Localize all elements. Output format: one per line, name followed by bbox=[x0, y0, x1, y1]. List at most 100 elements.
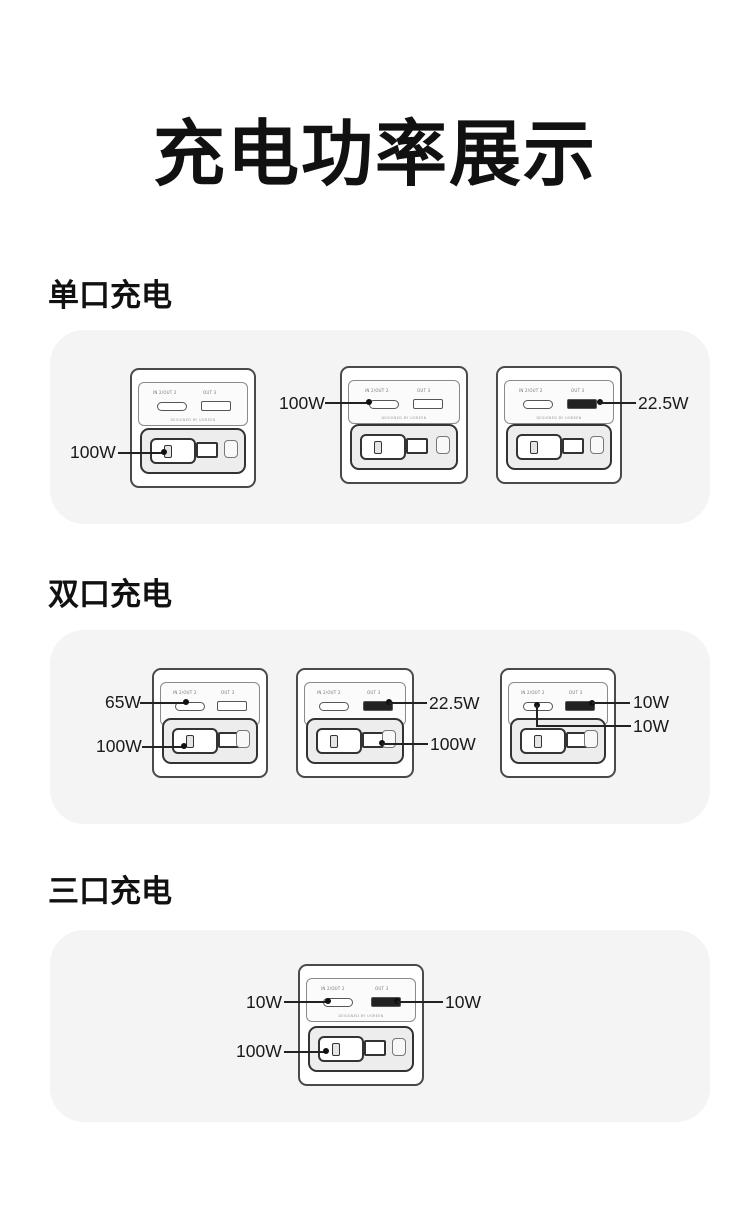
cable-bay bbox=[306, 718, 404, 764]
power-label: 10W bbox=[633, 692, 669, 712]
port-label-out3: OUT 3 bbox=[571, 388, 585, 393]
charger-device: IN 2/OUT 2 OUT 3 DESIGNED BY UGREEN bbox=[130, 368, 256, 488]
cable-body bbox=[562, 438, 584, 454]
port-label-out3: OUT 3 bbox=[221, 690, 235, 695]
callout-line bbox=[140, 702, 186, 704]
callout-dot bbox=[181, 743, 187, 749]
cable-knob bbox=[584, 730, 598, 748]
callout-dot bbox=[183, 699, 189, 705]
callout-line bbox=[325, 402, 369, 404]
power-label: 10W bbox=[246, 992, 282, 1012]
page-title: 充电功率展示 bbox=[152, 112, 597, 196]
plug-chip bbox=[332, 1043, 340, 1056]
callout-line bbox=[592, 702, 630, 704]
usb-c-port bbox=[323, 998, 353, 1007]
callout-line bbox=[536, 705, 538, 726]
power-label: 22.5W bbox=[429, 693, 480, 713]
usb-a-port bbox=[567, 399, 597, 409]
charger-device: IN 2/OUT 2 OUT 3 DESIGNED BY UGREEN bbox=[500, 668, 616, 778]
port-label-in2-out2: IN 2/OUT 2 bbox=[153, 390, 177, 395]
cable-bay bbox=[162, 718, 258, 764]
plug-chip bbox=[330, 735, 338, 748]
plug-chip bbox=[534, 735, 542, 748]
plug-chip bbox=[186, 735, 194, 748]
cable-knob bbox=[382, 730, 396, 748]
callout-dot bbox=[325, 998, 331, 1004]
port-panel: IN 2/OUT 2 OUT 3 DESIGNED BY UGREEN bbox=[138, 382, 248, 426]
charger-device: IN 2/OUT 2 OUT 3 DESIGNED BY UGREEN bbox=[152, 668, 268, 778]
plug-chip bbox=[530, 441, 538, 454]
callout-line bbox=[382, 743, 428, 745]
callout-line bbox=[284, 1001, 328, 1003]
section-title-single-port: 单口充电 bbox=[48, 278, 172, 314]
cable-body bbox=[364, 1040, 386, 1056]
cable-bay bbox=[350, 424, 458, 470]
cable-knob bbox=[392, 1038, 406, 1056]
cable-bay bbox=[506, 424, 612, 470]
usb-c-plug bbox=[516, 434, 562, 460]
charger-device: IN 2/OUT 2 OUT 3 DESIGNED BY UGREEN bbox=[496, 366, 622, 484]
callout-dot bbox=[366, 399, 372, 405]
power-label: 10W bbox=[633, 716, 669, 736]
usb-a-port bbox=[201, 401, 231, 411]
port-label-in2-out2: IN 2/OUT 2 bbox=[321, 986, 345, 991]
callout-line bbox=[142, 746, 184, 748]
section-title-dual-port: 双口充电 bbox=[48, 577, 172, 613]
plug-chip bbox=[374, 441, 382, 454]
callout-line bbox=[389, 702, 427, 704]
usb-c-port bbox=[523, 400, 553, 409]
usb-c-port bbox=[369, 400, 399, 409]
triple-port-panel: IN 2/OUT 2 OUT 3 DESIGNED BY UGREEN 10W … bbox=[50, 930, 710, 1122]
port-label-in2-out2: IN 2/OUT 2 bbox=[365, 388, 389, 393]
brand-text: DESIGNED BY UGREEN bbox=[536, 416, 582, 420]
cable-knob bbox=[236, 730, 250, 748]
power-label: 100W bbox=[279, 393, 325, 413]
power-label: 22.5W bbox=[638, 393, 689, 413]
usb-a-port bbox=[413, 399, 443, 409]
usb-a-port bbox=[565, 701, 595, 711]
port-label-out3: OUT 3 bbox=[569, 690, 583, 695]
brand-text: DESIGNED BY UGREEN bbox=[338, 1014, 384, 1018]
callout-line bbox=[536, 725, 631, 727]
port-label-in2-out2: IN 2/OUT 2 bbox=[521, 690, 545, 695]
power-label: 10W bbox=[445, 992, 481, 1012]
port-label-out3: OUT 3 bbox=[367, 690, 381, 695]
port-label-out3: OUT 3 bbox=[203, 390, 217, 395]
usb-c-port bbox=[175, 702, 205, 711]
power-label: 65W bbox=[105, 692, 141, 712]
port-label-out3: OUT 3 bbox=[375, 986, 389, 991]
usb-c-plug bbox=[172, 728, 218, 754]
cable-knob bbox=[436, 436, 450, 454]
cable-body bbox=[196, 442, 218, 458]
cable-body bbox=[406, 438, 428, 454]
power-label: 100W bbox=[70, 442, 116, 462]
charger-device: IN 2/OUT 2 OUT 3 DESIGNED BY UGREEN bbox=[340, 366, 468, 484]
charger-device: IN 2/OUT 2 OUT 3 DESIGNED BY UGREEN bbox=[298, 964, 424, 1086]
single-port-panel: IN 2/OUT 2 OUT 3 DESIGNED BY UGREEN 100W… bbox=[50, 330, 710, 524]
power-label: 100W bbox=[430, 734, 476, 754]
usb-c-port bbox=[319, 702, 349, 711]
port-label-out3: OUT 3 bbox=[417, 388, 431, 393]
power-label: 100W bbox=[96, 736, 142, 756]
usb-c-plug bbox=[150, 438, 196, 464]
brand-text: DESIGNED BY UGREEN bbox=[170, 418, 216, 422]
charger-device: IN 2/OUT 2 OUT 3 DESIGNED BY UGREEN bbox=[296, 668, 414, 778]
port-label-in2-out2: IN 2/OUT 2 bbox=[317, 690, 341, 695]
cable-knob bbox=[224, 440, 238, 458]
usb-a-port bbox=[363, 701, 393, 711]
usb-c-plug bbox=[360, 434, 406, 460]
cable-bay bbox=[140, 428, 246, 474]
port-label-in2-out2: IN 2/OUT 2 bbox=[173, 690, 197, 695]
port-label-in2-out2: IN 2/OUT 2 bbox=[519, 388, 543, 393]
cable-knob bbox=[590, 436, 604, 454]
section-title-triple-port: 三口充电 bbox=[48, 874, 172, 910]
usb-c-plug bbox=[520, 728, 566, 754]
dual-port-panel: IN 2/OUT 2 OUT 3 DESIGNED BY UGREEN 65W … bbox=[50, 630, 710, 824]
usb-c-plug bbox=[316, 728, 362, 754]
callout-dot bbox=[323, 1048, 329, 1054]
callout-dot bbox=[161, 449, 167, 455]
usb-c-port bbox=[157, 402, 187, 411]
callout-line bbox=[118, 452, 164, 454]
power-label: 100W bbox=[236, 1041, 282, 1061]
callout-line bbox=[284, 1051, 326, 1053]
